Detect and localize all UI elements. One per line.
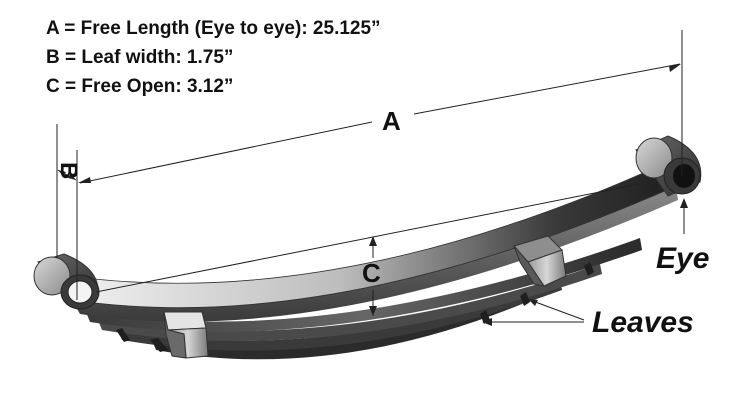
reference-line-c xyxy=(95,183,641,293)
dimension-label-a: A xyxy=(382,106,401,136)
arrowhead-c-top xyxy=(369,236,377,246)
leaf-tip-left-2 xyxy=(116,328,130,342)
eye-arrowhead xyxy=(680,198,688,208)
leaf-tip-right-3 xyxy=(584,262,594,276)
dimension-line-a-right xyxy=(413,63,681,115)
spec-leaf-width: B = Leaf width: 1.75” xyxy=(46,47,234,68)
eye-label: Eye xyxy=(656,242,709,275)
leaf-tip-left-1 xyxy=(150,338,168,352)
leaf-tip-right-1 xyxy=(520,292,530,306)
arrowhead-a-left xyxy=(78,177,91,183)
eye-callout xyxy=(680,198,688,234)
spec-free-length: A = Free Length (Eye to eye): 25.125” xyxy=(46,18,381,39)
dimension-c xyxy=(95,183,641,316)
dimension-b xyxy=(56,124,77,258)
arrowhead-c-bottom xyxy=(369,306,377,316)
arrowhead-b-left xyxy=(58,170,66,176)
dimension-label-c: C xyxy=(362,258,381,288)
leaves-pointer-upper xyxy=(529,299,585,321)
dimension-line-a-left xyxy=(79,121,373,184)
leaves-callout xyxy=(482,299,585,326)
leaf-3 xyxy=(98,264,602,341)
arrowhead-b-right xyxy=(68,174,76,180)
left-eye xyxy=(33,253,100,310)
spec-free-open: C = Free Open: 3.12” xyxy=(46,76,234,97)
right-clamp xyxy=(513,235,567,287)
arrowhead-a-right xyxy=(669,64,681,72)
dimension-a xyxy=(76,30,683,300)
spec-list: A = Free Length (Eye to eye): 25.125” B … xyxy=(46,14,381,101)
leaves-label: Leaves xyxy=(592,306,694,339)
main-leaf-side xyxy=(72,186,678,322)
lower-leaves xyxy=(86,238,642,360)
left-clamp xyxy=(163,311,209,359)
right-eye xyxy=(635,135,702,197)
leaves-arrowhead-upper xyxy=(528,299,538,306)
leaves-arrowhead-lower xyxy=(482,318,492,326)
leaf-2 xyxy=(86,238,642,332)
dimension-label-b: B xyxy=(55,162,82,179)
